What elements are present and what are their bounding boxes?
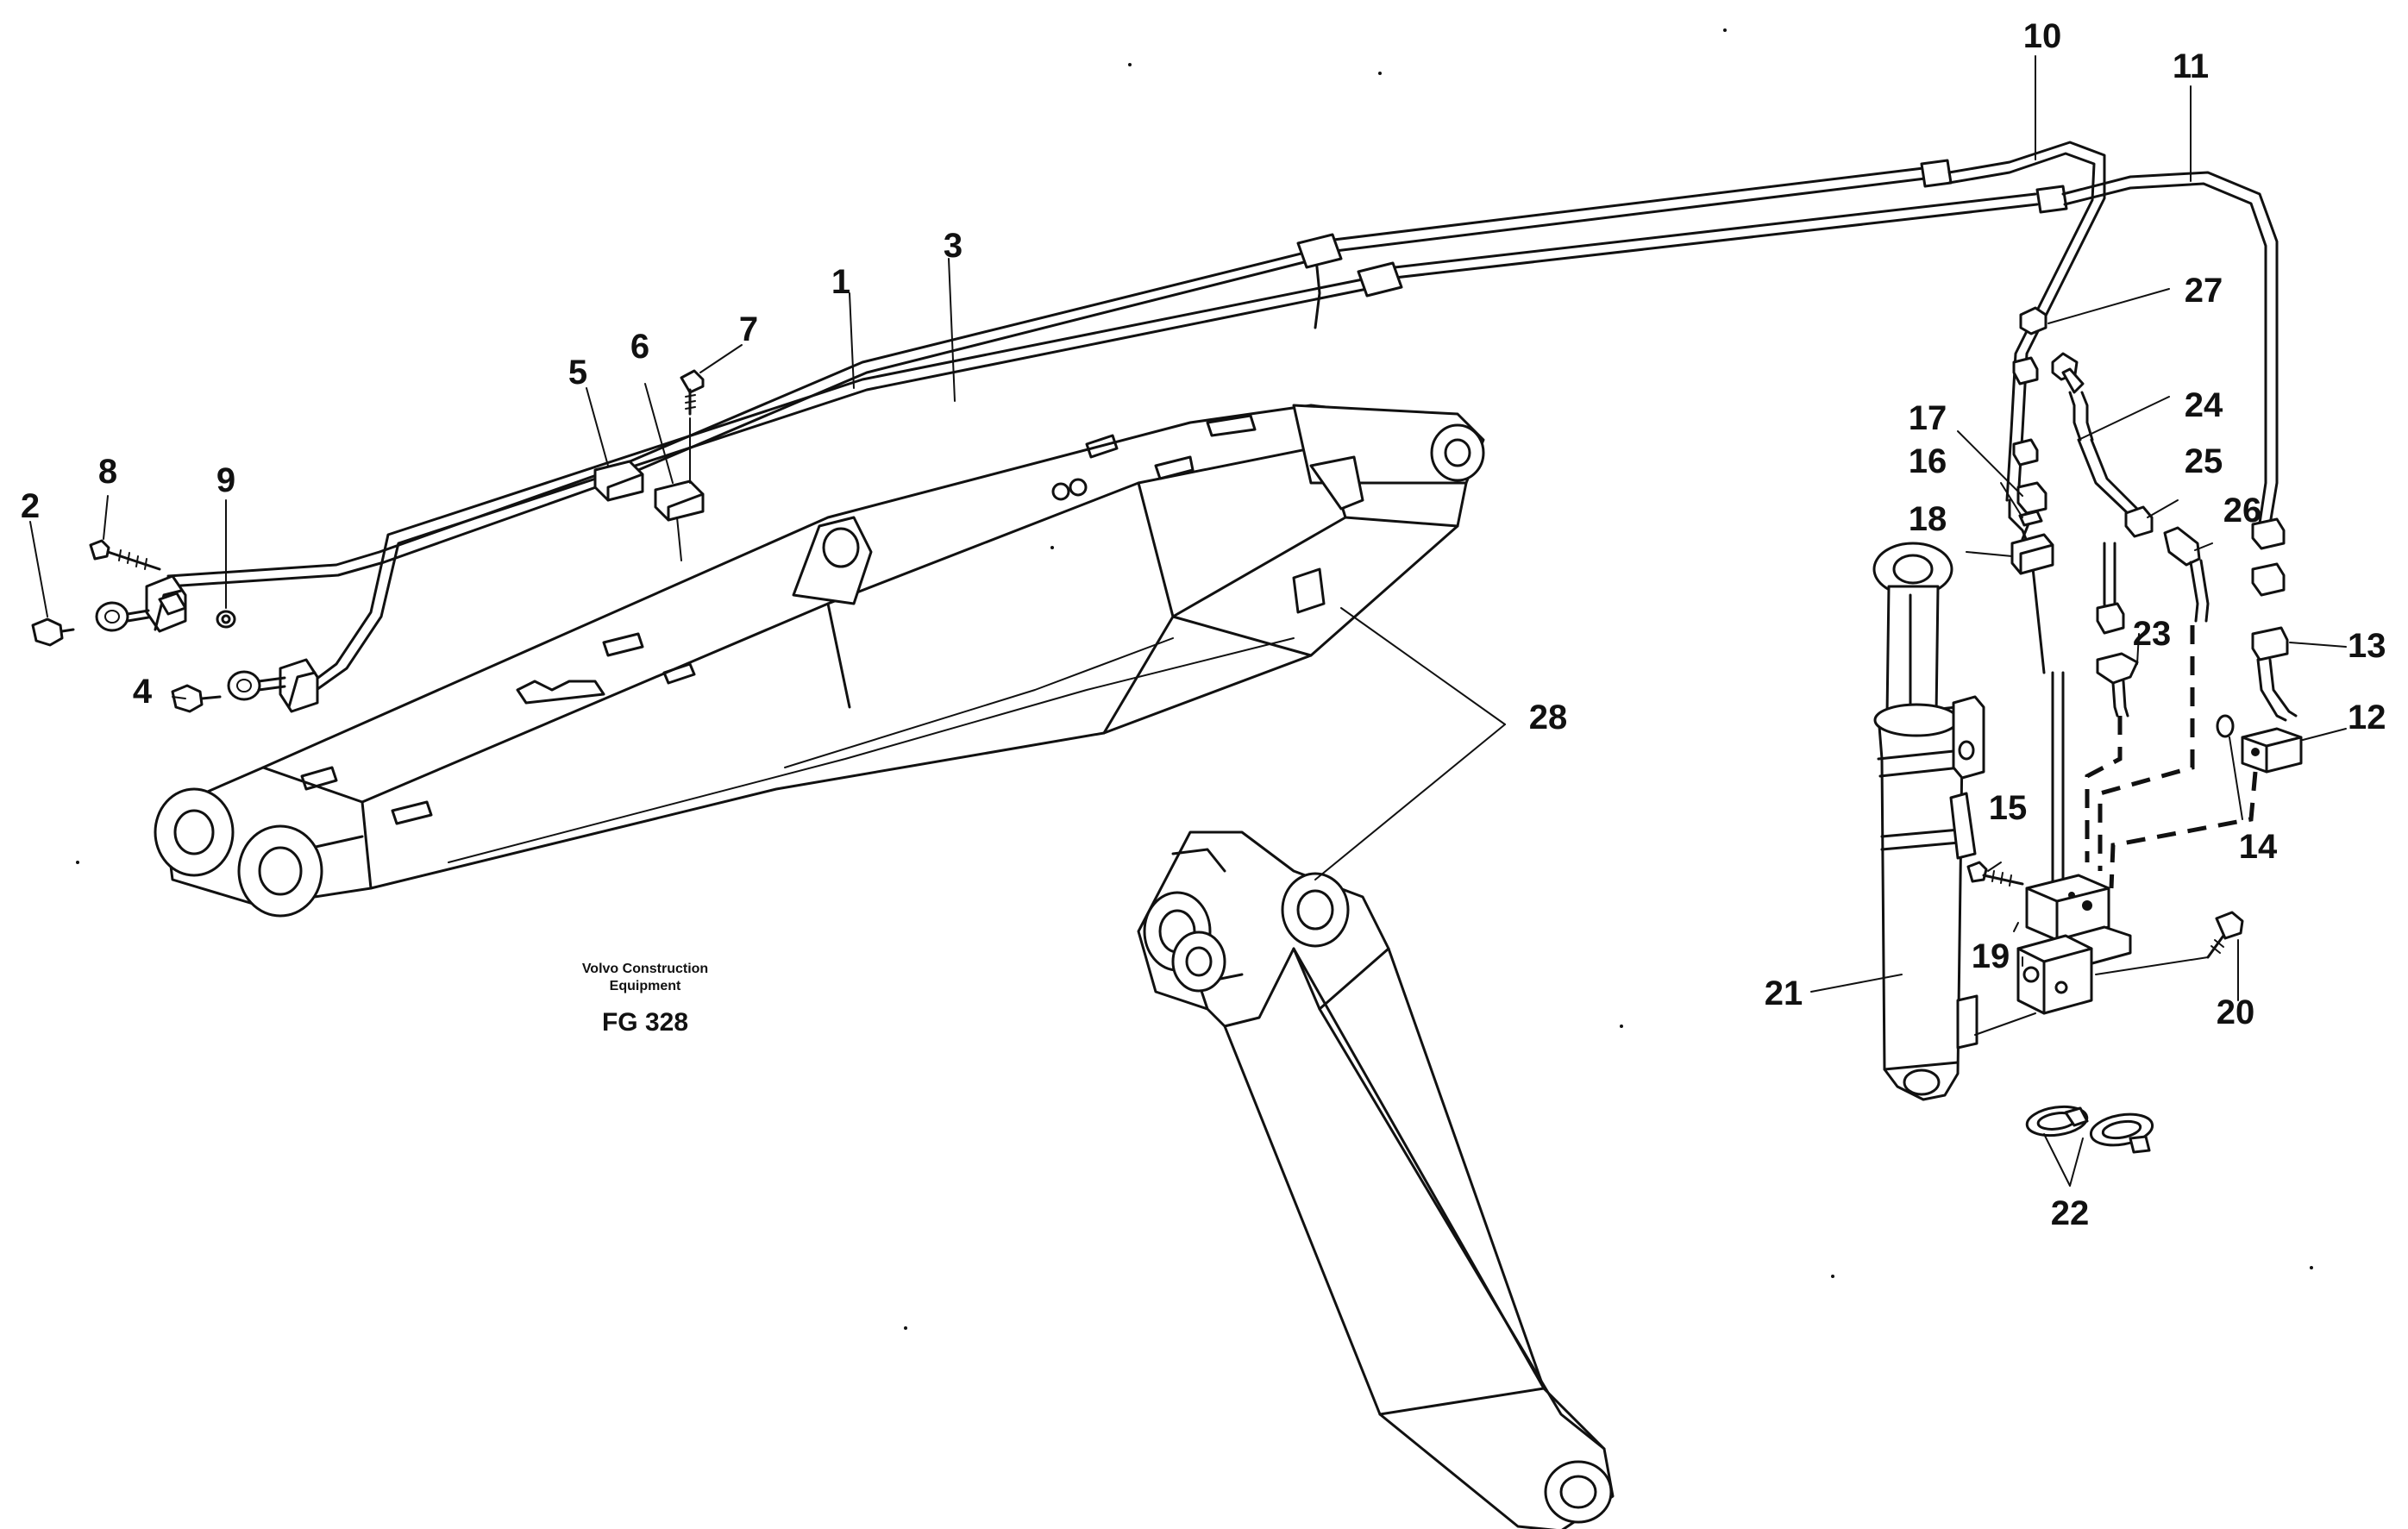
callout-5: 5 — [568, 354, 587, 392]
scan-specks — [76, 28, 2313, 1330]
callout-10: 10 — [2023, 17, 2062, 55]
caption-company-line2: Equipment — [610, 979, 681, 993]
hydraulic-pipes — [166, 141, 2279, 899]
hose-fittings-right — [2010, 306, 2303, 774]
callout-15: 15 — [1989, 789, 2028, 827]
screw-20 — [2095, 911, 2244, 975]
callout-11: 11 — [2173, 47, 2209, 85]
callout-26: 26 — [2223, 492, 2262, 530]
dipper-arm — [1137, 830, 1615, 1529]
callout-4: 4 — [133, 673, 153, 711]
callout-23: 23 — [2133, 615, 2172, 653]
nut-4 — [227, 670, 286, 701]
callout-22: 22 — [2051, 1194, 2090, 1232]
callout-2: 2 — [21, 487, 40, 525]
nut-2 — [95, 601, 150, 632]
callout-20: 20 — [2217, 993, 2255, 1031]
callout-19: 19 — [1972, 937, 2010, 975]
callout-27: 27 — [2185, 272, 2223, 310]
figure-id: FG 328 — [602, 1008, 688, 1037]
boom — [154, 404, 1485, 918]
callout-7: 7 — [739, 310, 758, 348]
callout-9: 9 — [216, 461, 235, 499]
clamp-6 — [654, 479, 705, 561]
bolt-4 — [171, 684, 222, 713]
callout-6: 6 — [630, 328, 649, 366]
callout-24: 24 — [2185, 386, 2223, 424]
washer-9 — [216, 610, 236, 629]
clamp-5 — [593, 460, 644, 502]
callout-21: 21 — [1765, 974, 1803, 1012]
callout-14: 14 — [2239, 828, 2278, 866]
screw-8 — [89, 539, 161, 571]
callout-28: 28 — [1529, 699, 1568, 736]
callout-13: 13 — [2348, 627, 2386, 665]
callout-18: 18 — [1909, 500, 1947, 538]
valve-block — [2013, 874, 2132, 1015]
callout-3: 3 — [944, 227, 963, 265]
leader-lines — [29, 55, 2347, 1187]
pipe-end-lower — [279, 658, 319, 713]
hose-clips — [2025, 1105, 2154, 1154]
hydraulic-cylinder — [1872, 542, 2036, 1101]
callout-labels: 1 2 3 4 5 6 7 8 9 10 11 12 13 14 15 16 1… — [21, 17, 2386, 1232]
screw-15 — [1966, 861, 2024, 887]
callout-8: 8 — [98, 453, 117, 491]
screw-7 — [680, 369, 705, 484]
caption-company-line1: Volvo Construction — [582, 962, 708, 976]
callout-1: 1 — [831, 263, 850, 301]
bolt-2 — [31, 617, 75, 647]
callout-17: 17 — [1909, 399, 1947, 437]
callout-16: 16 — [1909, 442, 1947, 480]
callout-12: 12 — [2348, 699, 2386, 736]
callout-25: 25 — [2185, 442, 2223, 480]
pipe-end-upper — [145, 574, 187, 633]
figure-caption: Volvo Construction Equipment FG 328 — [582, 962, 708, 1037]
dashed-connections — [2085, 625, 2258, 889]
